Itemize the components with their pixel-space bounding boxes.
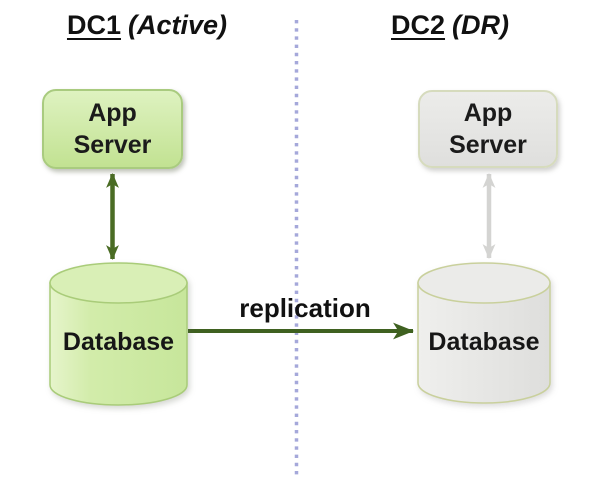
dc2-app-server-label: App Server [449, 99, 527, 159]
dc1-title-mode: (Active) [127, 10, 228, 40]
dc2-title-mode: (DR) [452, 10, 509, 40]
dc2-title-name: DC2 [391, 10, 446, 40]
dc2-app-server-box: App Server [418, 90, 558, 168]
dc2-title: DC2(DR) [300, 10, 600, 41]
dc1-app-server-box: App Server [42, 89, 183, 169]
replication-label: replication [239, 293, 371, 323]
dc1-app-server-label: App Server [73, 99, 152, 159]
dc2-database-label: Database [428, 328, 540, 356]
dc1-title-name: DC1 [66, 10, 121, 40]
dc1-title: DC1(Active) [0, 10, 294, 41]
dc1-db-cylinder [49, 262, 188, 406]
dc2-db-cylinder [417, 262, 551, 404]
dc1-database-label: Database [62, 328, 175, 356]
